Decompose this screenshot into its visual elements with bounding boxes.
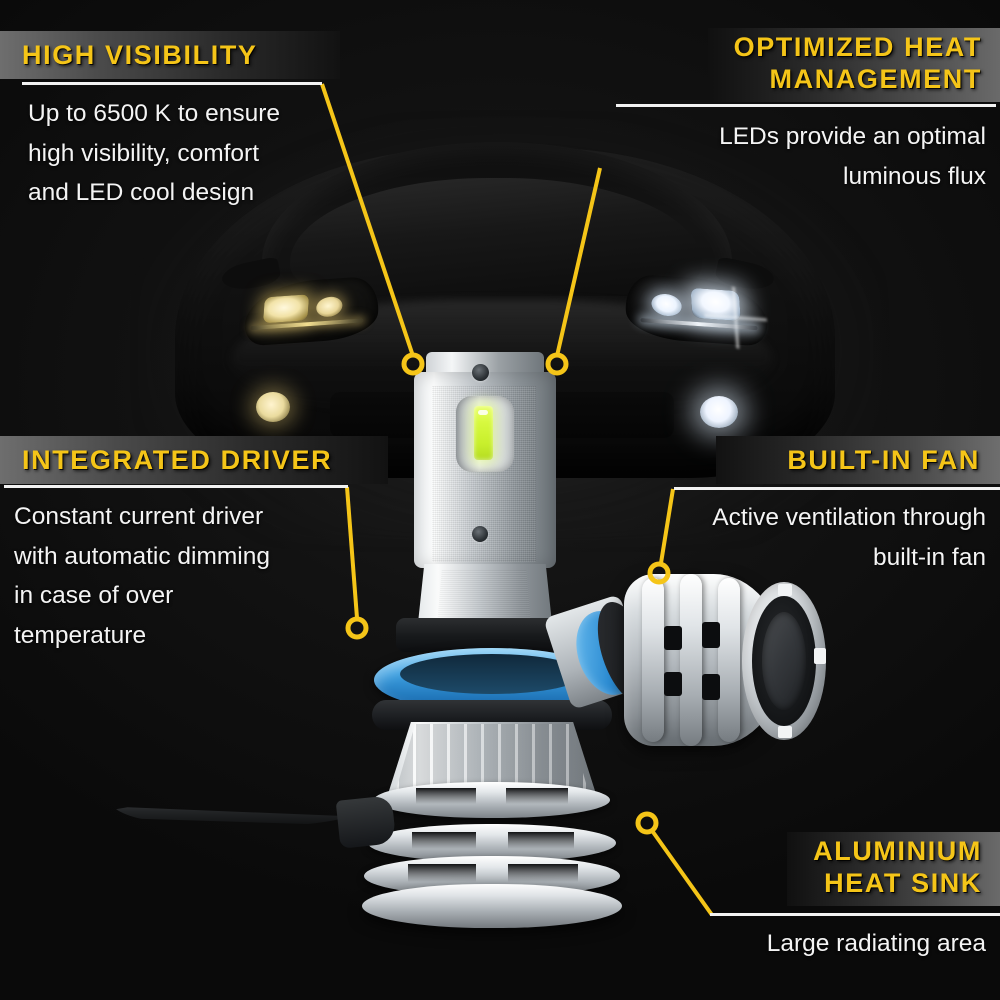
cooling-fan-hub <box>762 612 806 710</box>
callout-high-visibility-title: HIGH VISIBILITY <box>22 39 258 70</box>
callout-heat-sink-title-line2: HEAT SINK <box>824 867 982 898</box>
oring-inner <box>400 654 584 694</box>
fan-housing-notch <box>814 648 826 664</box>
heat-sink-fin <box>680 574 702 746</box>
callout-body-line: with automatic dimming <box>14 542 270 570</box>
callout-body-line: Large radiating area <box>766 930 986 957</box>
fog-light-right <box>700 396 738 428</box>
callout-heat-sink-underline <box>710 913 1000 916</box>
heat-sink-slot <box>408 864 476 882</box>
callout-heat-management-underline <box>616 104 996 107</box>
heat-sink-slot <box>508 864 578 882</box>
callout-built-in-fan-banner: BUILT-IN FAN <box>716 436 1000 484</box>
heat-sink-slot <box>702 622 720 648</box>
callout-heat-management-title-line2: MANAGEMENT <box>769 63 982 94</box>
headlight-lamp-main <box>263 294 310 324</box>
fog-light-left <box>256 392 290 422</box>
heat-sink-ribs <box>396 724 588 790</box>
callout-heat-management-title-line1: OPTIMIZED HEAT <box>733 32 982 62</box>
callout-heat-sink-banner: ALUMINIUM HEAT SINK <box>787 832 1000 906</box>
fan-housing-notch <box>778 584 792 596</box>
heat-sink-slot <box>508 832 574 849</box>
led-headlight-right <box>623 273 770 351</box>
callout-body-line: temperature <box>14 622 147 650</box>
callout-body-line: Active ventilation through <box>712 504 986 531</box>
callout-body-line: in case of over <box>14 582 174 610</box>
heat-sink-slot <box>664 672 682 696</box>
fan-housing-notch <box>778 726 792 738</box>
callout-body-line: luminous flux <box>843 162 986 190</box>
bulb-screw-top <box>472 364 489 381</box>
heat-sink-slot <box>664 626 682 650</box>
heat-sink-fin <box>718 578 740 742</box>
callout-integrated-driver-body: Constant current driver with automatic d… <box>14 497 270 656</box>
heat-sink-slot <box>506 788 568 804</box>
callout-high-visibility-underline <box>22 82 322 85</box>
callout-heat-management-banner: OPTIMIZED HEAT MANAGEMENT <box>707 28 1000 102</box>
callout-body-line: Constant current driver <box>14 503 264 530</box>
heat-sink-ring <box>374 782 610 818</box>
callout-integrated-driver-banner: INTEGRATED DRIVER <box>0 436 388 484</box>
callout-built-in-fan-body: Active ventilation through built-in fan <box>712 498 986 577</box>
heat-sink-slot <box>702 674 720 700</box>
callout-integrated-driver-title: INTEGRATED DRIVER <box>22 444 333 475</box>
callout-integrated-driver-underline <box>4 485 348 488</box>
led-bulb-side <box>543 560 826 790</box>
callout-body-line: LEDs provide an optimal <box>719 123 986 150</box>
bulb-screw-bottom <box>472 526 488 542</box>
callout-heat-management-body: LEDs provide an optimal luminous flux <box>719 117 986 196</box>
heat-sink-ring <box>368 824 616 862</box>
callout-body-line: high visibility, comfort <box>28 139 260 167</box>
callout-body-line: Up to 6500 K to ensure <box>28 100 280 127</box>
callout-high-visibility-banner: HIGH VISIBILITY <box>0 31 340 79</box>
callout-body-line: and LED cool design <box>28 179 255 207</box>
callout-high-visibility-body: Up to 6500 K to ensure high visibility, … <box>28 94 280 213</box>
callout-built-in-fan-underline <box>674 487 1000 490</box>
heat-sink-slot <box>412 832 476 849</box>
heat-sink-slot <box>416 788 476 804</box>
callout-heat-sink-title-line1: ALUMINIUM <box>813 836 982 866</box>
halogen-headlight-left <box>243 275 381 347</box>
heat-sink-fin <box>642 578 664 742</box>
callout-built-in-fan-title: BUILT-IN FAN <box>787 444 980 475</box>
light-flare-icon <box>702 284 770 351</box>
callout-body-line: built-in fan <box>872 543 986 571</box>
cob-led-chip <box>474 406 493 460</box>
heat-sink-bottom-ring <box>362 884 622 928</box>
callout-heat-sink-body: Large radiating area <box>767 924 986 964</box>
